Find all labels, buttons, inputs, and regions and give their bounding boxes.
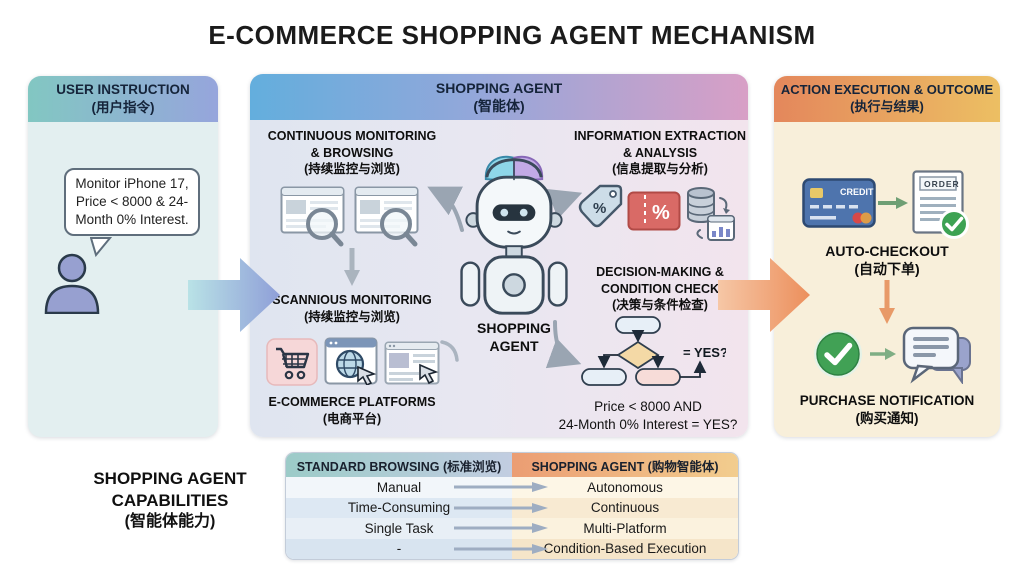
ecommerce-platforms-label: E-COMMERCE PLATFORMS (电商平台) (268, 395, 436, 426)
cart-icon (266, 338, 318, 386)
capabilities-table-header: STANDARD BROWSING (标准浏览) SHOPPING AGENT … (286, 453, 738, 477)
scanning-monitoring-label: SCANNIOUS MONITORING (持续监控与浏览) (272, 293, 432, 324)
row-arrow-icon (454, 543, 548, 554)
table-row: - Condition-Based Execution (286, 538, 738, 559)
order-check-icon (939, 209, 969, 239)
yes-label: = YES? (683, 345, 726, 360)
purchase-notification-label: PURCHASE NOTIFICATION (购买通知) (799, 393, 975, 426)
order-label: ORDER (924, 179, 960, 189)
table-row: Manual Autonomous (286, 477, 738, 498)
robot-icon (460, 155, 568, 315)
row-arrow-icon (454, 482, 548, 493)
down-arrow-icon (344, 248, 360, 286)
information-extraction-label: INFORMATION EXTRACTION & ANALYSIS (信息提取与… (574, 129, 746, 176)
tag-percent: % (593, 200, 606, 217)
col-standard-browsing-header: STANDARD BROWSING (标准浏览) (286, 453, 512, 477)
condition-text: Price < 8000 AND 24-Month 0% Interest = … (558, 399, 738, 433)
user-panel-header: USER INSTRUCTION (用户指令) (28, 76, 218, 122)
user-to-agent-arrow-icon (188, 258, 280, 332)
person-icon (44, 253, 100, 314)
user-panel-title-en: USER INSTRUCTION (56, 82, 190, 97)
price-tag-icon: % (578, 184, 623, 228)
continuous-monitoring-label: CONTINUOUS MONITORING & BROWSING (持续监控与浏… (267, 129, 437, 176)
success-check-icon (814, 330, 862, 378)
globe-browser-icon (324, 337, 378, 385)
speech-line: Month 0% Interest. (75, 212, 189, 228)
row-arrow-icon (454, 502, 548, 513)
notify-arrow-icon (870, 348, 896, 360)
webpage-cursor-icon (384, 341, 440, 385)
down-arrow-orange-icon (879, 280, 895, 324)
decision-making-label: DECISION-MAKING & CONDITION CHECK (决策与条件… (596, 265, 724, 312)
capabilities-label: SHOPPING AGENT CAPABILITIES (智能体能力) (93, 469, 247, 531)
user-panel-title-zh: (用户指令) (91, 99, 155, 115)
auto-checkout-label: AUTO-CHECKOUT (自动下单) (825, 243, 949, 278)
checkout-arrow-icon (878, 197, 908, 209)
table-row: Single Task Multi-Platform (286, 518, 738, 539)
agent-panel-header: SHOPPING AGENT (智能体) (250, 74, 748, 120)
browser-search-icon (354, 186, 419, 247)
action-panel-title-zh: (执行与结果) (850, 99, 924, 115)
row-arrow-icon (454, 523, 548, 534)
decision-flowchart: = YES? (581, 316, 726, 386)
robot-label: SHOPPING AGENT (477, 320, 551, 354)
action-panel-header: ACTION EXECUTION & OUTCOME (执行与结果) (774, 76, 1000, 122)
table-row: Time-Consuming Continuous (286, 497, 738, 518)
database-chart-icon (687, 187, 735, 241)
capabilities-table: STANDARD BROWSING (标准浏览) SHOPPING AGENT … (285, 452, 739, 560)
chat-bubbles-icon (902, 326, 971, 384)
agent-to-action-arrow-icon (718, 258, 810, 332)
speech-bubble: Monitor iPhone 17, Price < 8000 & 24- Mo… (64, 168, 200, 237)
speech-line: Price < 8000 & 24- (75, 194, 189, 210)
user-instruction-panel: USER INSTRUCTION (用户指令) (28, 76, 218, 437)
col-shopping-agent-header: SHOPPING AGENT (购物智能体) (512, 453, 738, 477)
agent-panel-title-zh: (智能体) (473, 98, 525, 115)
agent-panel-title-en: SHOPPING AGENT (435, 80, 563, 96)
credit-card-icon: CREDIT (802, 178, 876, 228)
speech-line: Monitor iPhone 17, (75, 176, 189, 191)
action-panel-title-en: ACTION EXECUTION & OUTCOME (780, 82, 994, 97)
credit-card-label: CREDIT (840, 187, 874, 197)
coupon-percent: % (652, 202, 670, 224)
speech-bubble-tail (90, 237, 112, 257)
browser-search-icon (280, 186, 345, 247)
page-title: E-COMMERCE SHOPPING AGENT MECHANISM (208, 20, 816, 50)
coupon-icon: % (627, 191, 681, 231)
